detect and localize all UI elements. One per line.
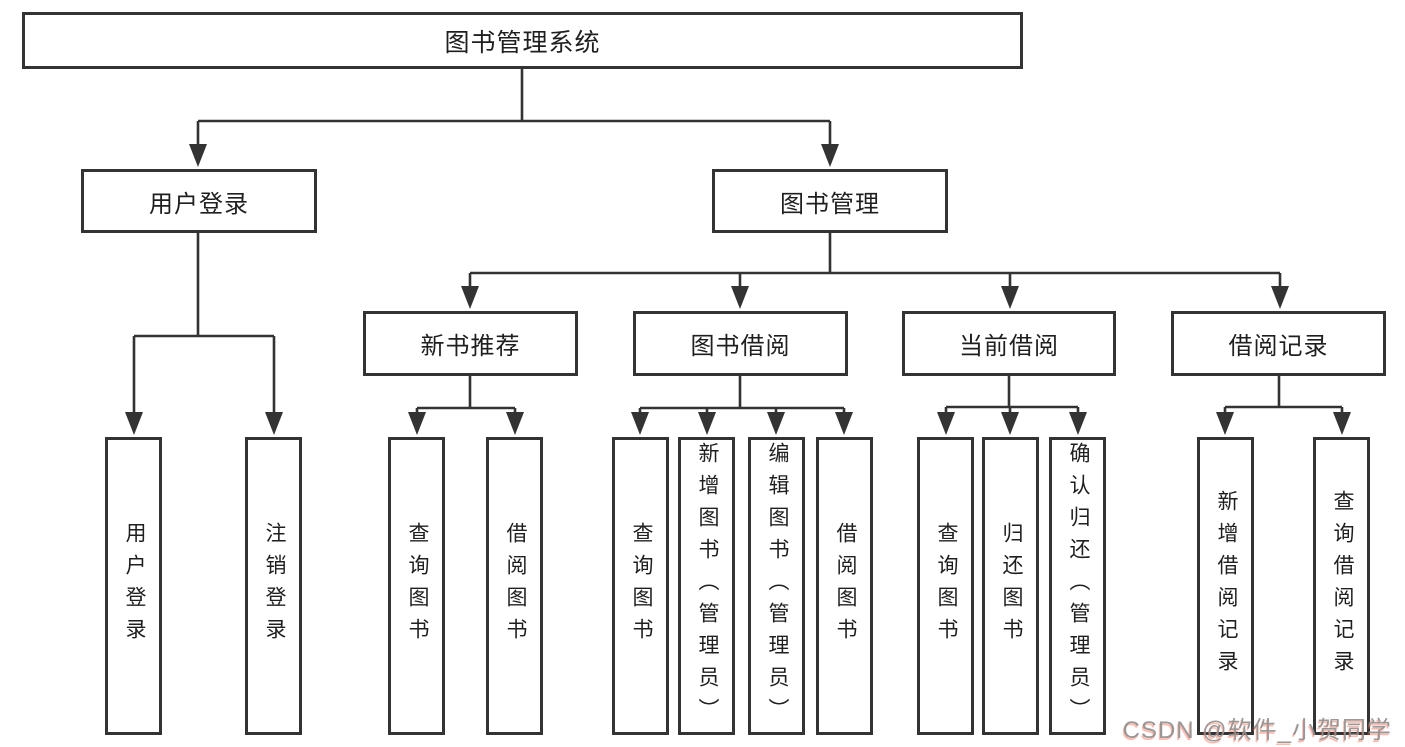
- node-book-management: 图书管理: [712, 169, 948, 233]
- leaf-query-books-recommend: 查询图书: [388, 437, 445, 735]
- node-current-borrow: 当前借阅: [902, 311, 1116, 376]
- node-new-book-recommend: 新书推荐: [363, 311, 578, 376]
- leaf-query-borrow-record: 查询借阅记录: [1313, 437, 1370, 735]
- csdn-watermark: CSDN @软件_小贺同学: [1122, 717, 1392, 744]
- leaf-borrow-books: 借阅图书: [816, 437, 873, 735]
- leaf-edit-book-admin: 编辑图书（管理员）: [748, 437, 805, 735]
- arrowheads: [125, 144, 1351, 435]
- leaf-borrow-books-recommend: 借阅图书: [486, 437, 543, 735]
- leaf-user-login: 用户登录: [105, 437, 162, 735]
- leaf-return-book: 归还图书: [982, 437, 1039, 735]
- node-borrow-records: 借阅记录: [1171, 311, 1386, 376]
- leaf-query-books-borrow: 查询图书: [612, 437, 669, 735]
- node-book-borrow: 图书借阅: [633, 311, 848, 376]
- leaf-add-book-admin: 新增图书（管理员）: [678, 437, 735, 735]
- node-root-system: 图书管理系统: [22, 12, 1023, 69]
- leaf-add-borrow-record: 新增借阅记录: [1197, 437, 1254, 735]
- leaf-confirm-return-admin: 确认归还（管理员）: [1049, 437, 1106, 735]
- leaf-query-books-current: 查询图书: [917, 437, 974, 735]
- leaf-logout: 注销登录: [245, 437, 302, 735]
- node-user-login: 用户登录: [81, 169, 317, 233]
